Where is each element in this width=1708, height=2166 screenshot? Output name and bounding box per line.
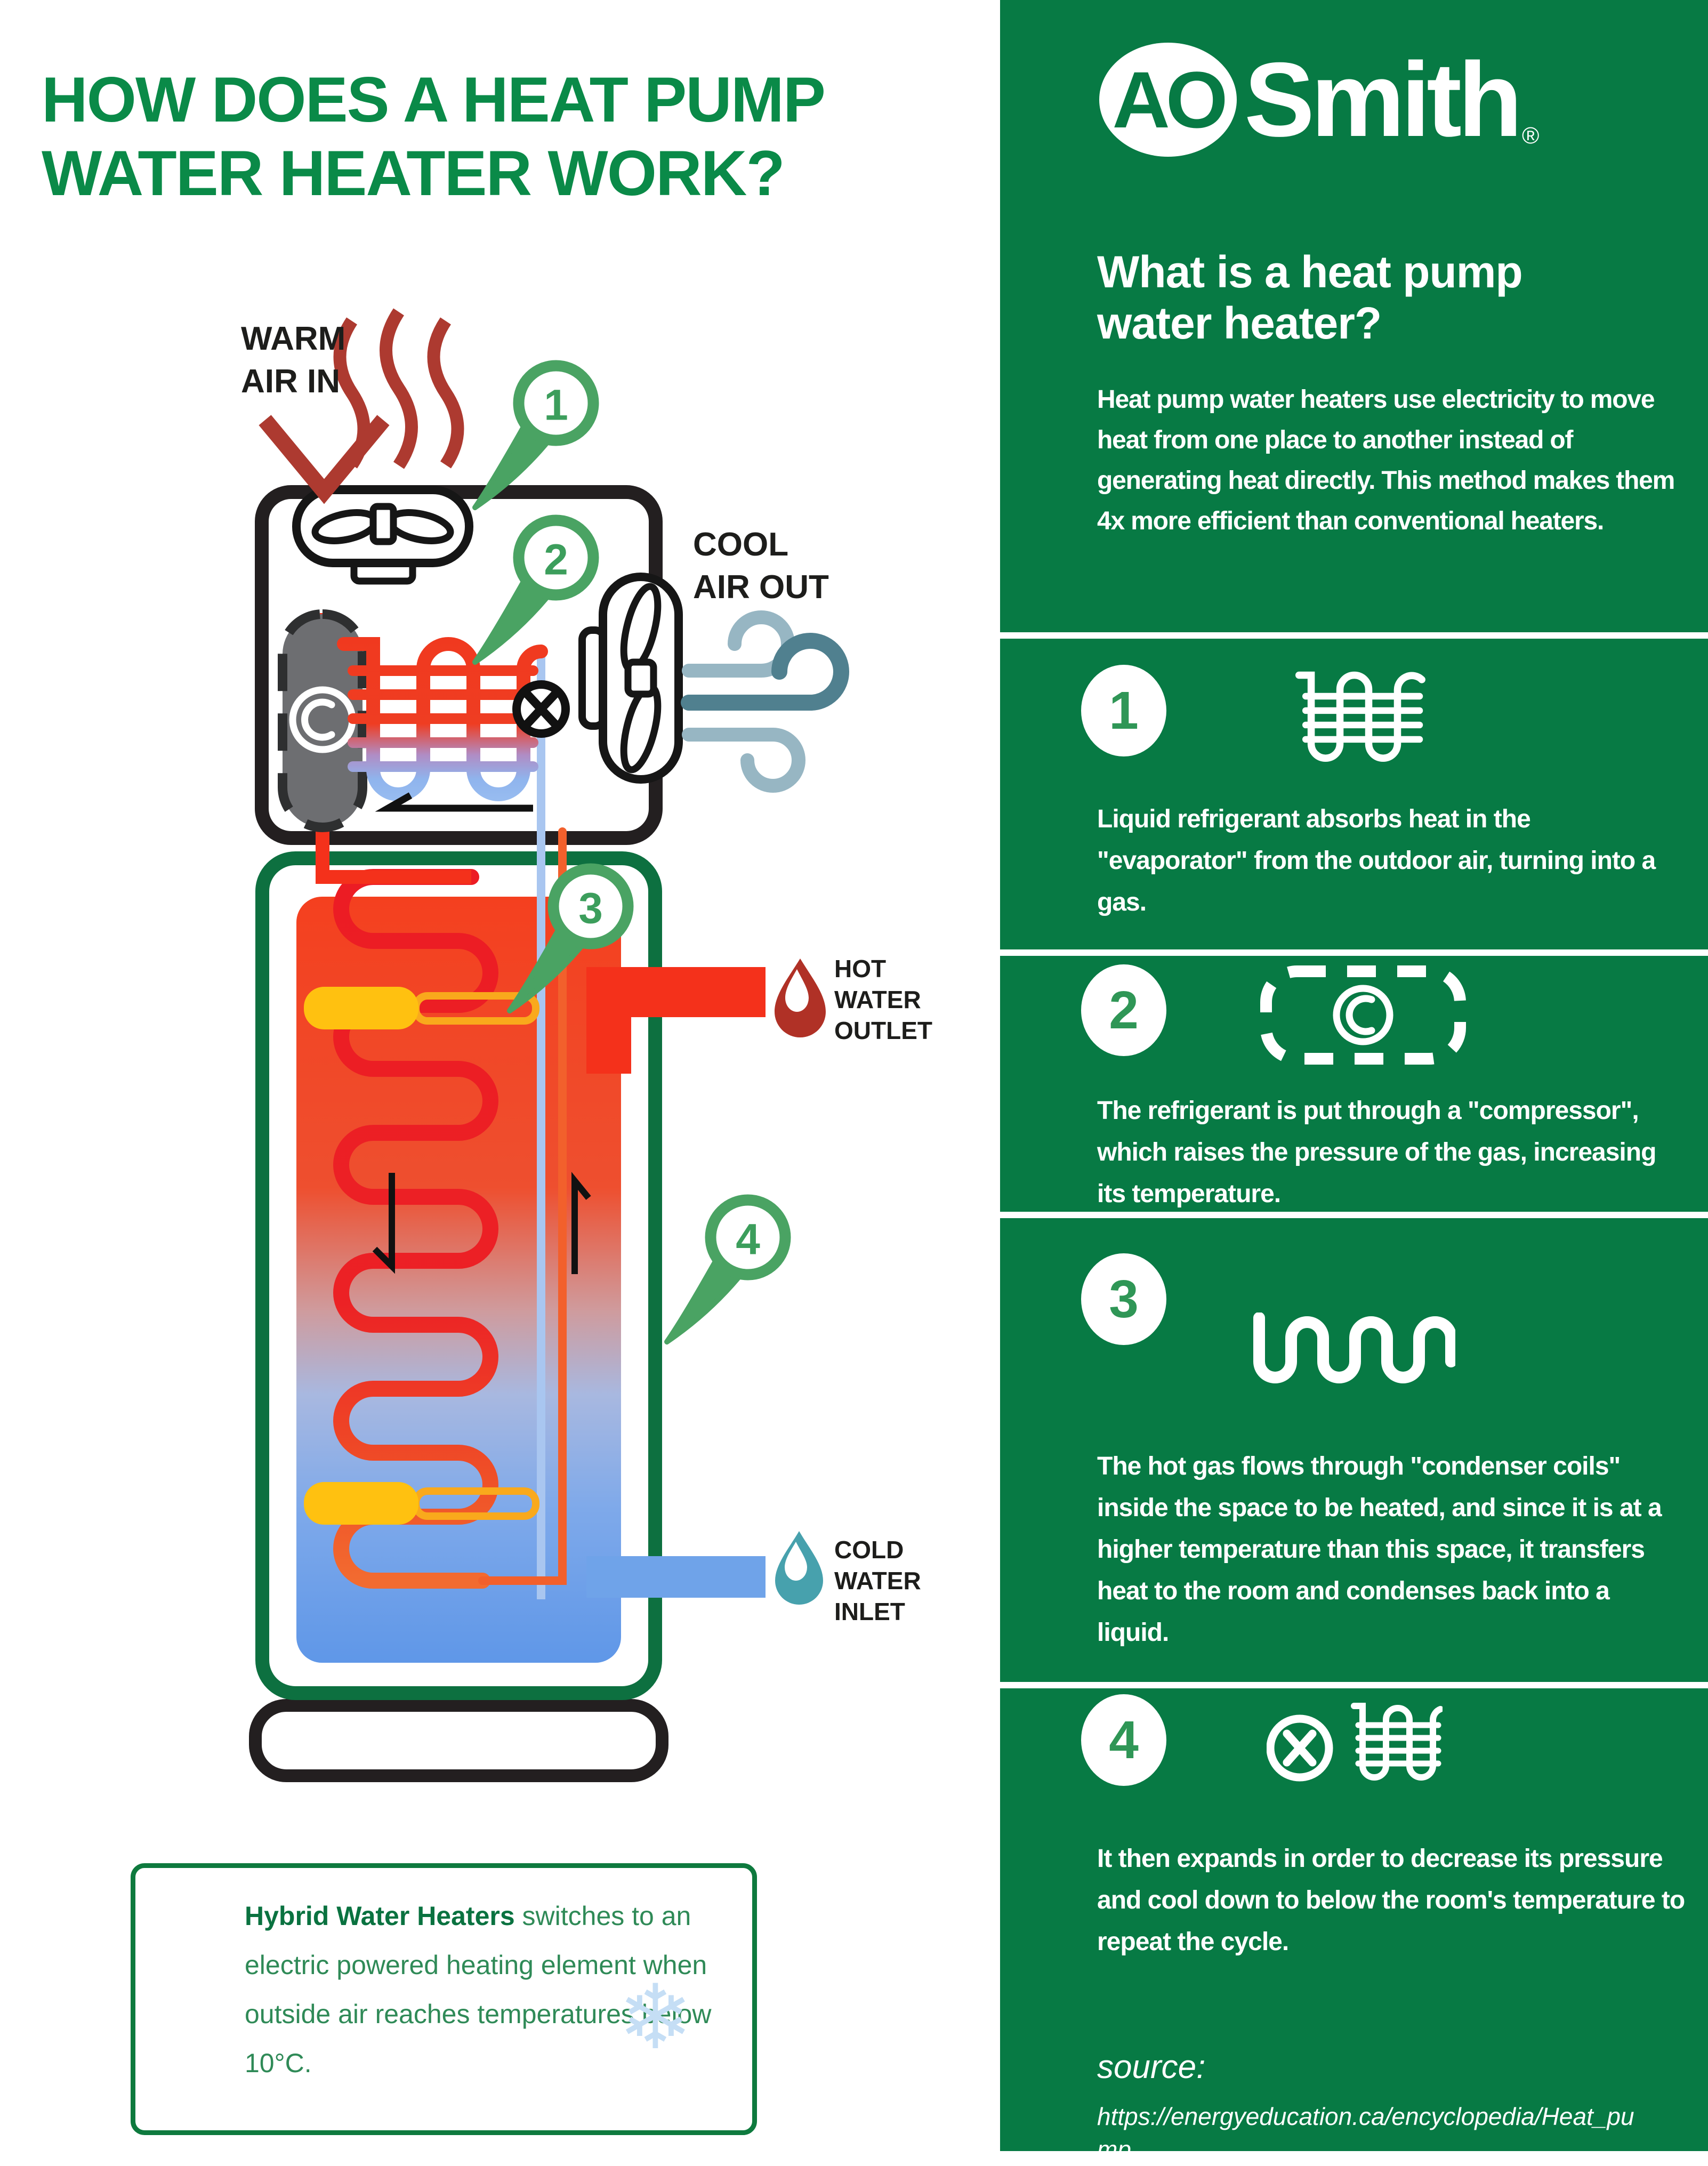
refrigerant-return-line — [478, 827, 567, 1585]
exhaust-fan-icon — [578, 573, 683, 784]
hot-droplet-icon — [775, 959, 826, 1037]
step-3-number: 3 — [1081, 1253, 1166, 1345]
callout-2: 2 — [472, 514, 599, 665]
callout-3: 3 — [507, 863, 634, 1013]
callout-1: 1 — [472, 360, 599, 510]
section-divider — [1000, 949, 1708, 956]
info-panel: AO Smith ® What is a heat pump water hea… — [1000, 0, 1708, 2163]
svg-text:1: 1 — [544, 381, 568, 430]
heating-element-upper — [304, 987, 539, 1029]
callout-4: 4 — [664, 1194, 791, 1344]
down-arrow — [372, 1173, 395, 1274]
wind-icon — [681, 610, 849, 793]
step-2-text: The refrigerant is put through a "compre… — [1097, 1097, 1656, 1208]
tank-base — [249, 1699, 668, 1782]
source-url: https://energyeducation.ca/encyclopedia/… — [1097, 2103, 1634, 2163]
cold-droplet-icon — [775, 1531, 823, 1605]
section-divider — [1000, 632, 1708, 639]
compressor-icon — [1260, 965, 1466, 1065]
hybrid-note-box: Hybrid Water Heaters switches to an elec… — [131, 1863, 757, 2135]
svg-text:2: 2 — [544, 536, 568, 584]
expansion-valve-icon — [1267, 1703, 1443, 1782]
section-divider — [1000, 1212, 1708, 1218]
step-3-text: The hot gas flows through "condenser coi… — [1097, 1452, 1662, 1647]
warm-air-arrows-icon — [259, 308, 464, 504]
svg-text:4: 4 — [736, 1215, 760, 1264]
up-arrow — [571, 1172, 591, 1274]
aosmith-logo-oval: AO — [1099, 43, 1237, 157]
evaporator-coil — [337, 637, 548, 801]
source-label: source: — [1097, 2049, 1206, 2086]
hybrid-note-text: Hybrid Water Heaters switches to an elec… — [245, 1901, 712, 2078]
registered-mark-icon: ® — [1522, 123, 1540, 149]
step-2-number: 2 — [1081, 964, 1166, 1056]
expansion-valve-icon — [512, 680, 570, 738]
evaporator-coil-icon — [1295, 671, 1425, 762]
coil-icon — [1351, 1703, 1443, 1781]
source-block: source: https://energyeducation.ca/encyc… — [1097, 2048, 1651, 2166]
aosmith-logo-wordmark: Smith — [1244, 41, 1522, 158]
step-1-number: 1 — [1081, 665, 1166, 756]
panel-heading: What is a heat pump water heater? — [1097, 247, 1523, 348]
heating-element-lower — [304, 1482, 539, 1525]
condenser-coil-icon — [1253, 1313, 1455, 1383]
heat-pump-diagram: 1 2 3 4 — [156, 308, 849, 2086]
svg-text:3: 3 — [578, 884, 603, 933]
aosmith-logo: AO Smith ® — [1099, 43, 1539, 157]
step-4-text: It then expands in order to decrease its… — [1097, 1845, 1685, 1956]
flow-arrow — [375, 792, 533, 812]
step-1-text: Liquid refrigerant absorbs heat in the "… — [1097, 805, 1656, 916]
compressor — [278, 609, 367, 832]
hot-water-outlet-pipe — [586, 967, 766, 1017]
snowflake-icon: ❄ — [618, 1967, 693, 2067]
step-4-number: 4 — [1081, 1694, 1166, 1786]
tank-condenser-coil — [333, 869, 498, 1589]
cold-water-inlet-pipe — [586, 1556, 766, 1598]
panel-intro: Heat pump water heaters use electricity … — [1097, 385, 1675, 535]
hot-gas-pipe — [316, 825, 471, 884]
section-divider — [1000, 1682, 1708, 1688]
page-title: HOW DOES A HEAT PUMP WATER HEATER WORK? — [42, 64, 825, 209]
top-fan-icon — [292, 486, 473, 585]
